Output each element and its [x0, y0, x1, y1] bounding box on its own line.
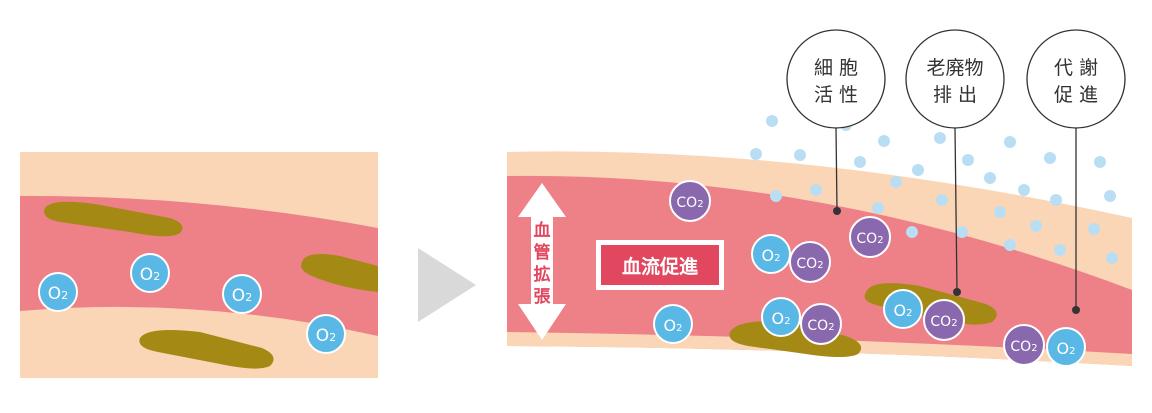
vessel-before-panel: O2 O2 O2 O2	[20, 152, 378, 378]
svg-text:張: 張	[534, 287, 552, 307]
svg-text:O2: O2	[1057, 339, 1076, 358]
deposit	[139, 330, 274, 369]
svg-text:血: 血	[534, 220, 551, 241]
svg-text:CO2: CO2	[930, 314, 957, 330]
callout-metabolism-boost: 代 謝 促 進	[1026, 29, 1126, 129]
o2-molecule: O2	[130, 253, 170, 293]
o2-molecule: O2	[883, 289, 923, 329]
svg-text:細 胞: 細 胞	[814, 57, 858, 79]
svg-text:代 謝: 代 謝	[1054, 57, 1098, 79]
svg-text:活 性: 活 性	[814, 84, 858, 106]
svg-text:CO2: CO2	[856, 231, 883, 247]
o2-molecule: O2	[653, 304, 693, 344]
o2-molecule: O2	[222, 274, 262, 314]
co2-molecule: CO2	[789, 241, 831, 283]
svg-text:排 出: 排 出	[933, 84, 977, 106]
svg-text:O2: O2	[772, 309, 791, 328]
co2-molecule: CO2	[849, 216, 891, 258]
callout-pointers	[833, 127, 1080, 314]
svg-text:CO2: CO2	[676, 195, 703, 211]
transition-arrow-icon	[418, 248, 476, 322]
callout-cell-activation: 細 胞 活 性	[786, 29, 886, 129]
svg-text:O2: O2	[762, 246, 781, 265]
svg-text:促 進: 促 進	[1054, 84, 1098, 106]
vessel-lumen	[20, 195, 378, 336]
svg-text:拡: 拡	[534, 264, 551, 285]
blood-flow-label: 血流促進	[596, 240, 724, 290]
deposit	[44, 201, 183, 237]
svg-text:CO2: CO2	[807, 318, 834, 334]
callout-waste-excretion: 老廃物 排 出	[905, 29, 1005, 129]
deposit	[729, 321, 862, 357]
co2-molecule: CO2	[800, 303, 842, 345]
svg-text:CO2: CO2	[796, 256, 823, 272]
o2-molecule: O2	[306, 314, 346, 354]
svg-text:O2: O2	[894, 301, 913, 320]
svg-text:O2: O2	[140, 265, 160, 285]
svg-text:血流促進: 血流促進	[622, 255, 698, 278]
svg-text:O2: O2	[232, 286, 252, 306]
o2-molecule: O2	[1046, 327, 1086, 367]
deposit	[301, 254, 378, 292]
vessel-after-panel: 血 管 拡 張 血流促進 細 胞 活 性 老廃物 排 出	[507, 29, 1132, 380]
co2-molecule: CO2	[669, 180, 711, 222]
svg-text:O2: O2	[664, 316, 683, 335]
svg-text:O2: O2	[48, 284, 68, 304]
bottom-white	[507, 346, 1132, 380]
o2-molecule: O2	[751, 234, 791, 274]
svg-text:CO2: CO2	[1010, 339, 1037, 355]
svg-text:管: 管	[534, 242, 551, 263]
o2-molecule: O2	[761, 297, 801, 337]
svg-text:老廃物: 老廃物	[926, 57, 983, 79]
svg-text:O2: O2	[316, 326, 336, 346]
co2-molecule: CO2	[1003, 324, 1045, 366]
vessel-dilation-arrow-icon	[518, 183, 566, 340]
o2-molecule: O2	[38, 272, 78, 312]
co2-molecule: CO2	[923, 299, 965, 341]
vessel-dilation-label: 血 管 拡 張	[534, 220, 552, 307]
